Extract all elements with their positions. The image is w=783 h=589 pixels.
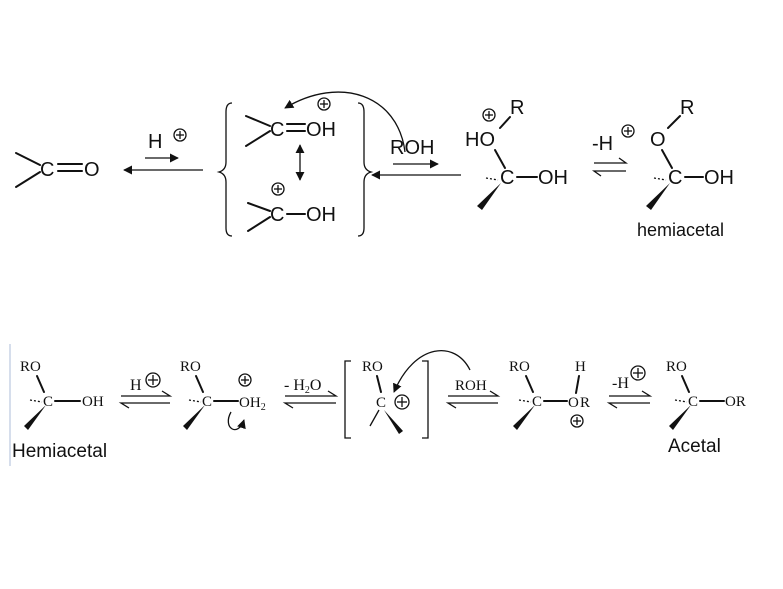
oxonium-hydroxyl: OH xyxy=(306,119,336,141)
alkoxy-group: RO xyxy=(180,359,201,375)
hydrogen-symbol: H xyxy=(250,395,261,411)
acetal-structure: RO C OR Acetal xyxy=(666,359,746,457)
water-loss-prefix: - H xyxy=(284,377,305,394)
bottom-scheme: RO C OH Hemiacetal H RO C OH2 xyxy=(9,344,746,466)
ether-oxygen: O xyxy=(650,129,666,151)
left-resonance-brace xyxy=(216,102,233,237)
carbonyl-structure: C O xyxy=(15,152,100,188)
hemiacetal-structure: O R C OH hemiacetal xyxy=(637,97,734,240)
carbocation-carbon: C xyxy=(270,204,284,226)
left-bracket xyxy=(344,360,351,439)
carbocation-structure: RO C xyxy=(344,349,471,439)
protonated-oxygen: HO xyxy=(465,129,495,151)
hemiacetal-label: hemiacetal xyxy=(637,220,724,240)
alcohol-addition-arrow: ROH xyxy=(371,137,461,180)
central-carbon: C xyxy=(688,394,698,410)
protonated-hemiacetal-structure: RO C OH2 xyxy=(180,359,266,431)
positive-charge-icon xyxy=(145,372,161,388)
deprotonation-label: -H xyxy=(592,133,613,155)
water-subscript: 2 xyxy=(305,385,310,396)
positive-charge-icon xyxy=(271,182,285,196)
deprotonation-label: -H xyxy=(612,375,629,392)
r-group: R xyxy=(580,395,590,411)
carbocation-carbon: C xyxy=(376,395,386,411)
alkoxy-group-right: OR xyxy=(725,394,746,410)
alkoxy-group: RO xyxy=(509,359,530,375)
hydroxyl-group: OH xyxy=(82,394,104,410)
alkoxy-group: RO xyxy=(666,359,687,375)
right-bracket xyxy=(422,360,429,439)
subscript-two: 2 xyxy=(261,402,266,413)
central-carbon: C xyxy=(532,394,542,410)
deprotonation-arrow: -H xyxy=(606,365,653,409)
protonation-arrow: H xyxy=(118,372,173,409)
central-carbon: C xyxy=(43,394,53,410)
central-carbon: C xyxy=(500,167,514,189)
hydroxyl-group: OH xyxy=(538,167,568,189)
positive-charge-icon xyxy=(621,124,635,138)
central-carbon: C xyxy=(202,394,212,410)
central-carbon: C xyxy=(668,167,682,189)
oxonium-oxygen: O xyxy=(568,395,579,411)
hydrogen-atom: H xyxy=(575,359,586,375)
alkoxy-group: RO xyxy=(20,359,41,375)
alcohol-label: ROH xyxy=(455,378,487,394)
protonated-acetal-structure: RO C O R H xyxy=(509,359,590,430)
carbocation-hydroxyl: OH xyxy=(306,204,336,226)
right-resonance-brace xyxy=(357,102,374,237)
alcohol-addition-arrow: ROH xyxy=(445,378,501,409)
hemiacetal-start-structure: RO C OH Hemiacetal xyxy=(12,359,107,462)
oxonium-oxygen: OH2 xyxy=(239,395,266,413)
hydroxyl-group: OH xyxy=(704,167,734,189)
carbocation-resonance-structure: C OH xyxy=(247,182,336,232)
oxonium-resonance-structure: C OH xyxy=(245,97,336,147)
water-loss-label: - H2O xyxy=(284,377,321,396)
alcohol-label: ROH xyxy=(390,137,434,159)
carbonyl-carbon: C xyxy=(40,159,54,181)
alkoxy-group: RO xyxy=(362,359,383,375)
proton-label: H xyxy=(148,131,162,153)
nucleophilic-attack-arrow xyxy=(284,91,406,153)
r-group: R xyxy=(510,97,524,119)
positive-charge-icon xyxy=(630,365,646,381)
oxonium-carbon: C xyxy=(270,119,284,141)
top-scheme: C O H C OH xyxy=(15,91,734,240)
water-loss-arrow: - H2O xyxy=(282,377,339,409)
water-suffix: O xyxy=(310,377,322,394)
protonated-hemiacetal-structure: HO R C OH xyxy=(465,97,568,210)
positive-charge-icon xyxy=(394,394,410,410)
proton-label: H xyxy=(130,377,142,394)
positive-charge-icon xyxy=(482,108,496,122)
carbonyl-oxygen: O xyxy=(84,159,100,181)
leaving-group-arrow xyxy=(227,411,246,431)
deprotonation-arrow: -H xyxy=(591,124,635,177)
r-group: R xyxy=(680,97,694,119)
positive-charge-icon xyxy=(570,414,584,428)
nucleophilic-attack-arrow xyxy=(393,349,471,393)
positive-charge-icon xyxy=(173,128,187,142)
oxygen-symbol: O xyxy=(239,395,250,411)
hemiacetal-label: Hemiacetal xyxy=(12,441,107,462)
positive-charge-icon xyxy=(238,373,252,387)
acetal-label: Acetal xyxy=(668,436,721,457)
positive-charge-icon xyxy=(317,97,331,111)
protonation-arrow: H xyxy=(123,128,203,175)
